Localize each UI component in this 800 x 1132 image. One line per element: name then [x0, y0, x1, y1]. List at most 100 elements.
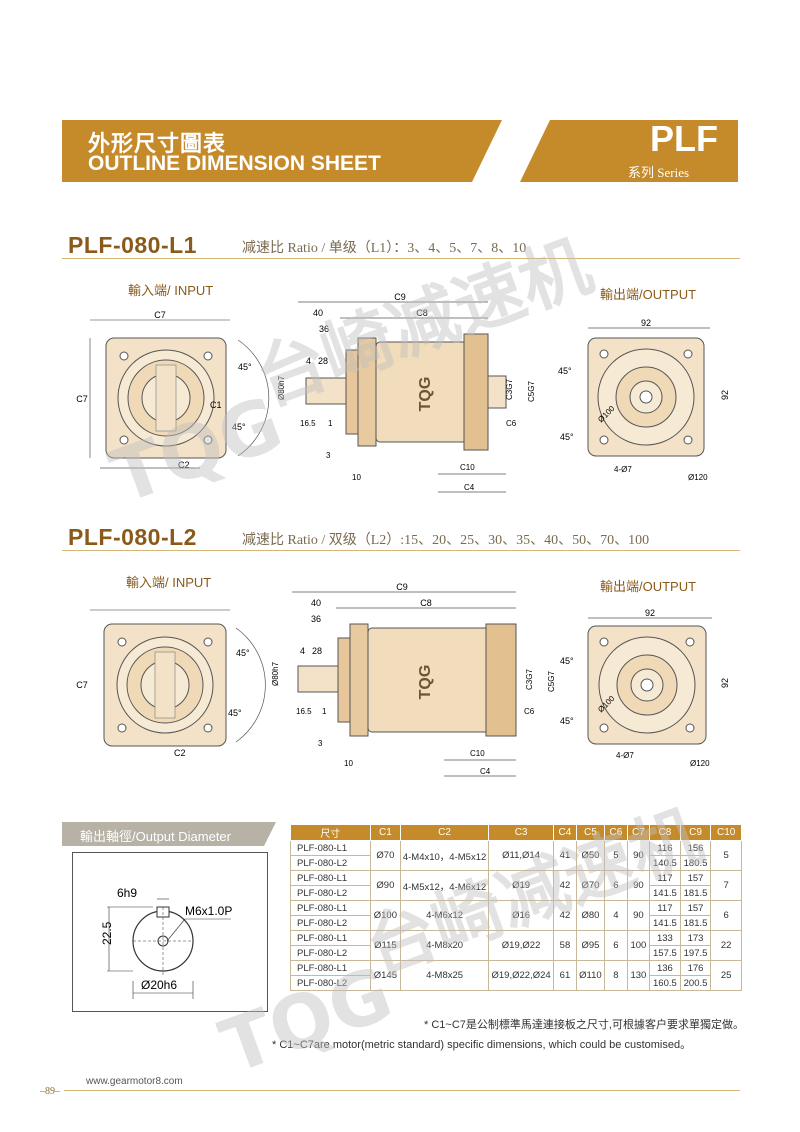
output-flange-view: 92 92 Ø100 4-Ø7 Ø120 45° 45°	[558, 318, 730, 482]
cell-c10: 22	[710, 930, 742, 961]
cell-c4: 42	[553, 870, 577, 901]
dim-1: 1	[322, 707, 327, 716]
dim-d80: Ø80h7	[277, 375, 286, 400]
dim-d120: Ø120	[690, 759, 710, 768]
page-title-cn: 外形尺寸圖表	[88, 131, 227, 156]
col-header-c1: C1	[369, 824, 402, 841]
key-width-label: 6h9	[117, 886, 137, 900]
cell-c4: 58	[553, 930, 577, 961]
table-row: PLF-080-L1 Ø145 4-M8x25 Ø19,Ø22,Ø24 61 Ø…	[290, 960, 742, 991]
cell-c8: 117	[649, 870, 681, 886]
output-diameter-tab	[62, 822, 276, 846]
dim-3: 3	[318, 739, 323, 748]
angle-45-bottom: 45°	[232, 422, 246, 432]
cell-c9: 176	[679, 960, 712, 976]
cell-c7: 90	[626, 840, 651, 871]
dim-d80: Ø80h7	[271, 661, 280, 686]
dim-c8: C8	[416, 308, 428, 318]
cell-model: PLF-080-L2	[290, 855, 371, 871]
model-name-l2: PLF-080-L2	[68, 524, 197, 550]
input-flange-view: C7 C2 45° 45°	[76, 609, 266, 758]
col-header-size: 尺寸	[290, 824, 371, 841]
cell-c1: Ø70	[369, 840, 402, 871]
cell-c10: 7	[710, 870, 742, 901]
cell-c8: 136	[649, 960, 681, 976]
output-diameter-label: 輸出軸徑/Output Diameter	[80, 829, 231, 844]
cell-c2: 4-M5x12，4-M6x12	[400, 870, 489, 901]
drawing-l2: C7 C2 45° 45° C9 C8 40 36 4 28 TQG Ø80h7…	[76, 582, 730, 777]
col-header-c6: C6	[604, 824, 628, 841]
col-header-c7: C7	[626, 824, 651, 841]
ratio-text-l2: 减速比 Ratio / 双级（L2）:15、20、25、30、35、40、50、…	[242, 533, 650, 548]
spec-table: 尺寸 C1 C2 C3 C4 C5 C6 C7 C8 C9 C10 PLF-08…	[290, 824, 742, 991]
cell-c10: 25	[710, 960, 742, 991]
page-title-en: OUTLINE DIMENSION SHEET	[88, 152, 381, 175]
ratio-text-l1: 减速比 Ratio / 单级（L1）：3、4、5、7、8、10	[242, 241, 527, 256]
dim-36: 36	[319, 324, 329, 334]
section-header-l2: PLF-080-L2 减速比 Ratio / 双级（L2）:15、20、25、3…	[62, 524, 740, 554]
shaft-section-drawing: 6h9 M6x1.0P 22.5 Ø20h6	[100, 886, 232, 999]
col-header-c10: C10	[710, 824, 742, 841]
shaft-diameter-label: Ø20h6	[141, 978, 177, 992]
col-header-c4: C4	[553, 824, 577, 841]
output-label-l1: 輸出端/OUTPUT	[600, 287, 697, 302]
dim-40: 40	[311, 598, 321, 608]
cell-c1: Ø90	[369, 870, 402, 901]
cell-c5: Ø80	[575, 900, 606, 931]
table-row: PLF-080-L1 Ø70 4-M4x10，4-M5x12 Ø11,Ø14 4…	[290, 840, 742, 871]
dim-3: 3	[326, 451, 331, 460]
cell-c1: Ø100	[369, 900, 402, 931]
dim-c7-vertical: C7	[76, 394, 88, 404]
cell-c6: 8	[604, 960, 628, 991]
output-label-l2: 輸出端/OUTPUT	[600, 579, 697, 594]
dim-c3: C3G7	[525, 669, 534, 690]
angle-45-top: 45°	[236, 648, 250, 658]
drawing-l1: C7 C7 C1 C2 45° 45° C9 C8 40 36 4 28 TQG…	[76, 292, 730, 493]
footer-url[interactable]: www.gearmotor8.com	[86, 1076, 183, 1087]
dim-c4: C4	[464, 483, 475, 492]
table-row: PLF-080-L1 Ø115 4-M8x20 Ø19,Ø22 58 Ø95 6…	[290, 930, 742, 961]
input-flange-view: C7 C7 C1 C2 45° 45°	[76, 310, 270, 470]
dim-c7-vertical: C7	[76, 680, 88, 690]
brand-logo: TQG	[417, 665, 434, 700]
section-header-l1: PLF-080-L1 减速比 Ratio / 单级（L1）：3、4、5、7、8、…	[62, 232, 740, 262]
dim-92-top: 92	[641, 318, 651, 328]
dim-92-top: 92	[645, 608, 655, 618]
dim-28: 28	[312, 646, 322, 656]
dim-c3: C3G7	[505, 379, 514, 400]
table-row: PLF-080-L2 140.5 180.5	[290, 855, 742, 871]
dim-c5: C5G7	[527, 381, 536, 402]
cell-c8: 133	[649, 930, 681, 946]
cell-c7: 100	[626, 930, 651, 961]
note-en: * C1~C7are motor(metric standard) specif…	[272, 1039, 692, 1051]
angle-45-out-top: 45°	[560, 656, 574, 666]
cell-c8: 141.5	[649, 915, 681, 931]
side-view: C9 C8 40 36 4 28 TQG Ø80h7 16.5 1 3 10 C…	[277, 292, 536, 493]
cell-c5: Ø110	[575, 960, 606, 991]
cell-c3: Ø16	[487, 900, 555, 931]
dim-c2-label: C2	[178, 460, 190, 470]
dim-36: 36	[311, 614, 321, 624]
table-row: PLF-080-L1 Ø100 4-M6x12 Ø16 42 Ø80 4 90 …	[290, 900, 742, 931]
table-row: PLF-080-L2 141.5 181.5	[290, 885, 742, 901]
dim-40: 40	[313, 308, 323, 318]
cell-c5: Ø70	[575, 870, 606, 901]
dim-c10: C10	[460, 463, 475, 472]
angle-45-out-bottom: 45°	[560, 432, 574, 442]
cell-model: PLF-080-L2	[290, 975, 371, 991]
cell-c5: Ø95	[575, 930, 606, 961]
dim-c1-label: C1	[210, 400, 222, 410]
cell-c3: Ø19,Ø22,Ø24	[487, 960, 555, 991]
angle-45-bottom: 45°	[228, 708, 242, 718]
cell-c4: 61	[553, 960, 577, 991]
cell-model: PLF-080-L2	[290, 885, 371, 901]
dim-c9: C9	[394, 292, 406, 302]
table-header-row: 尺寸 C1 C2 C3 C4 C5 C6 C7 C8 C9 C10	[290, 824, 742, 841]
cell-c8: 157.5	[649, 945, 681, 961]
cell-c6: 5	[604, 840, 628, 871]
series-banner	[520, 120, 738, 182]
cell-c9: 156	[679, 840, 712, 856]
cell-model: PLF-080-L2	[290, 945, 371, 961]
cell-c9: 197.5	[679, 945, 712, 961]
cell-c6: 6	[604, 930, 628, 961]
